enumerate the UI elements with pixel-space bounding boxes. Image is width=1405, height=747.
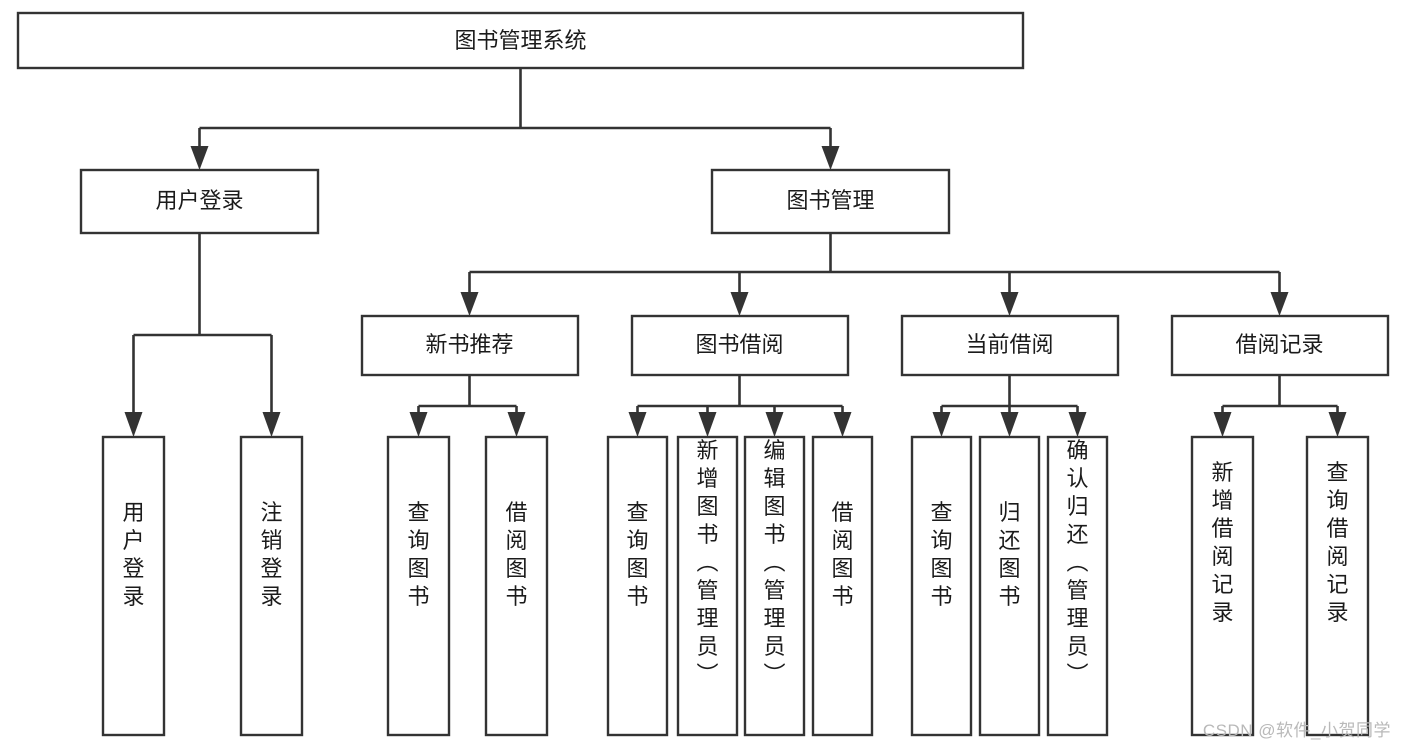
arrow-head-leaf-edit-book — [765, 412, 784, 437]
node-user-login[interactable]: 用户登录 — [79, 168, 320, 235]
arrow-head-leaf-return-book — [1000, 412, 1019, 437]
arrow-head-book-management — [821, 146, 840, 170]
node-leaf-borrow-book-2-box — [811, 435, 874, 737]
arrow-head-leaf-query-book-2 — [628, 412, 647, 437]
node-leaf-query-book-3-label: 查询图书 — [930, 500, 952, 609]
node-leaf-add-record-label: 新增借阅记录 — [1211, 460, 1233, 625]
node-leaf-confirm-return-box — [1046, 435, 1109, 737]
node-root-book-management-system[interactable]: 图书管理系统 — [16, 11, 1025, 70]
node-leaf-query-book-2[interactable]: 查询图书 — [606, 435, 669, 737]
arrow-head-current-borrow — [1000, 292, 1019, 316]
node-leaf-edit-book-box — [743, 435, 806, 737]
node-new-book-recommend-box — [360, 314, 580, 377]
node-root-label: 图书管理系统 — [454, 28, 586, 53]
node-leaf-add-book-box — [676, 435, 739, 737]
node-leaf-edit-book[interactable]: 编辑图书︵管理员︶ — [743, 435, 806, 737]
node-leaf-query-book-3-box — [910, 435, 973, 737]
node-book-borrow-box — [630, 314, 850, 377]
arrow-head-new-book-recommend — [460, 292, 479, 316]
arrow-head-user-login — [190, 146, 209, 170]
node-leaf-confirm-return[interactable]: 确认归还︵管理员︶ — [1046, 435, 1109, 737]
arrow-head-leaf-add-book — [698, 412, 717, 437]
arrow-head-leaf-borrow-book-2 — [833, 412, 852, 437]
arrow-head-leaf-query-book-3 — [932, 412, 951, 437]
node-leaf-query-book-3[interactable]: 查询图书 — [910, 435, 973, 737]
node-book-borrow-label: 图书借阅 — [695, 332, 783, 357]
node-leaf-query-record[interactable]: 查询借阅记录 — [1305, 435, 1370, 737]
node-leaf-query-book-1-label: 查询图书 — [407, 500, 429, 609]
node-leaf-query-book-1[interactable]: 查询图书 — [386, 435, 451, 737]
arrow-head-book-borrow — [730, 292, 749, 316]
node-leaf-borrow-book-2[interactable]: 借阅图书 — [811, 435, 874, 737]
node-leaf-query-record-box — [1305, 435, 1370, 737]
arrow-head-leaf-user-login — [124, 412, 143, 437]
node-root-box — [16, 11, 1025, 70]
node-borrow-record[interactable]: 借阅记录 — [1170, 314, 1390, 377]
node-leaf-borrow-book-1-label: 借阅图书 — [505, 500, 527, 609]
node-leaf-borrow-book-2-label: 借阅图书 — [831, 500, 853, 609]
node-new-book-recommend[interactable]: 新书推荐 — [360, 314, 580, 377]
node-book-management-box — [710, 168, 951, 235]
node-user-login-box — [79, 168, 320, 235]
arrow-head-leaf-logout-login — [262, 412, 281, 437]
connector-group-root — [190, 68, 840, 170]
arrow-head-leaf-add-record — [1213, 412, 1232, 437]
node-leaf-logout-login[interactable]: 注销登录 — [239, 435, 304, 737]
node-leaf-query-book-2-box — [606, 435, 669, 737]
connector-group-book-borrow — [628, 375, 852, 437]
node-leaf-add-record[interactable]: 新增借阅记录 — [1190, 435, 1255, 737]
node-book-borrow[interactable]: 图书借阅 — [630, 314, 850, 377]
node-leaf-return-book-label: 归还图书 — [998, 500, 1020, 609]
node-leaf-return-book[interactable]: 归还图书 — [978, 435, 1041, 737]
arrow-head-leaf-query-book-1 — [409, 412, 428, 437]
connector-group-current-borrow — [932, 375, 1087, 437]
node-current-borrow-box — [900, 314, 1120, 377]
connector-group-new-book-recommend — [409, 375, 526, 437]
connector-group-book-management — [460, 233, 1289, 316]
node-leaf-confirm-return-label: 确认归还︵管理员︶ — [1066, 438, 1088, 687]
node-leaf-query-record-label: 查询借阅记录 — [1326, 460, 1348, 625]
node-user-login-label: 用户登录 — [155, 188, 243, 213]
node-book-management[interactable]: 图书管理 — [710, 168, 951, 235]
node-leaf-return-book-box — [978, 435, 1041, 737]
node-current-borrow[interactable]: 当前借阅 — [900, 314, 1120, 377]
node-leaf-logout-login-box — [239, 435, 304, 737]
node-leaf-add-book[interactable]: 新增图书︵管理员︶ — [676, 435, 739, 737]
node-leaf-query-book-1-box — [386, 435, 451, 737]
node-new-book-recommend-label: 新书推荐 — [425, 332, 513, 357]
node-leaf-user-login-box — [101, 435, 166, 737]
node-book-management-label: 图书管理 — [786, 188, 874, 213]
node-leaf-user-login-label: 用户登录 — [122, 500, 144, 609]
node-leaf-user-login[interactable]: 用户登录 — [101, 435, 166, 737]
node-leaf-borrow-book-1[interactable]: 借阅图书 — [484, 435, 549, 737]
arrow-head-leaf-query-record — [1328, 412, 1347, 437]
node-leaf-logout-login-label: 注销登录 — [260, 500, 282, 609]
node-leaf-add-book-label: 新增图书︵管理员︶ — [696, 438, 718, 687]
node-borrow-record-label: 借阅记录 — [1235, 332, 1323, 357]
node-leaf-add-record-box — [1190, 435, 1255, 737]
node-leaf-edit-book-label: 编辑图书︵管理员︶ — [763, 438, 785, 687]
connector-group-borrow-record — [1213, 375, 1347, 437]
node-leaf-borrow-book-1-box — [484, 435, 549, 737]
arrow-head-borrow-record — [1270, 292, 1289, 316]
arrow-head-leaf-borrow-book-1 — [507, 412, 526, 437]
node-current-borrow-label: 当前借阅 — [965, 332, 1053, 357]
connector-group-user-login — [124, 233, 281, 437]
arrow-head-leaf-confirm-return — [1068, 412, 1087, 437]
node-borrow-record-box — [1170, 314, 1390, 377]
node-leaf-query-book-2-label: 查询图书 — [626, 500, 648, 609]
